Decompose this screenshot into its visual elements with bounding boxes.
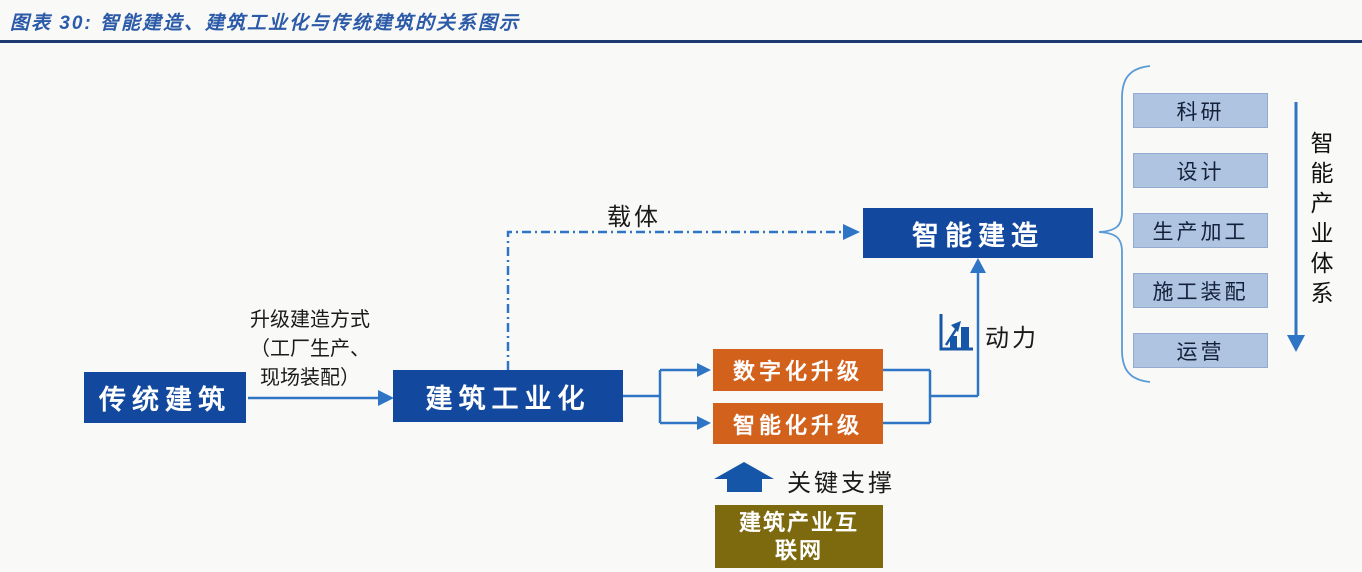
industry-internet-label: 建筑产业互联网 [738,509,859,563]
curly-brace [1098,65,1151,383]
connector-industrialization-to-upgrades [623,363,711,430]
node-intelligent-construction: 智能建造 [863,208,1093,258]
node-construction-industrialization: 建筑工业化 [393,370,623,422]
carrier-label: 载体 [607,204,661,231]
key-support-arrow-icon [714,462,774,492]
industry-chain-item: 运营 [1133,333,1268,368]
node-traditional-building: 传统建筑 [84,372,246,423]
connector-upgrades-to-intelligent-construction [883,258,986,425]
industry-system-label: 智能产业体系 [1307,131,1333,311]
upgrade-method-line3: 现场装配） [260,367,360,389]
industry-system-arrow [1287,102,1305,352]
industry-chain-item: 设计 [1133,153,1268,188]
node-intelligent-upgrade: 智能化升级 [713,403,883,444]
industry-chain-item: 科研 [1133,93,1268,128]
node-industry-internet: 建筑产业互联网 [715,505,883,568]
upgrade-method-line1: 升级建造方式 [250,309,370,331]
upgrade-method-label: 升级建造方式 （工厂生产、 现场装配） [232,306,388,393]
industry-chain-item: 施工装配 [1133,273,1268,308]
growth-chart-icon [939,314,973,351]
industry-chain-item: 生产加工 [1133,213,1268,248]
industry-chain-list: 科研设计生产加工施工装配运营 [1133,93,1268,368]
power-label: 动力 [985,325,1039,352]
carrier-dashed-arrow [506,224,860,370]
arrow-traditional-to-industrialization [248,390,394,406]
key-support-label: 关键支撑 [787,470,895,497]
title-divider [0,40,1362,43]
figure-title: 图表 30: 智能建造、建筑工业化与传统建筑的关系图示 [10,13,521,34]
upgrade-method-line2: （工厂生产、 [250,338,370,360]
node-digital-upgrade: 数字化升级 [713,349,883,391]
